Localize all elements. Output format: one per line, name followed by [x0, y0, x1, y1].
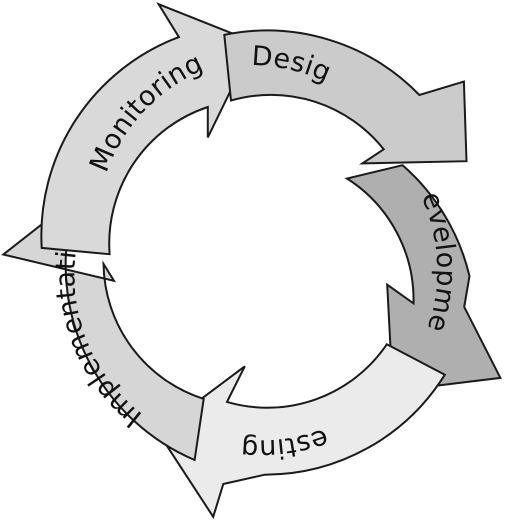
- arrow-design-shape: [223, 29, 468, 165]
- arrow-monitoring: Monitoring: [40, 2, 256, 256]
- arrow-monitoring-shape: [40, 2, 256, 256]
- arrow-development-shape: [344, 164, 502, 393]
